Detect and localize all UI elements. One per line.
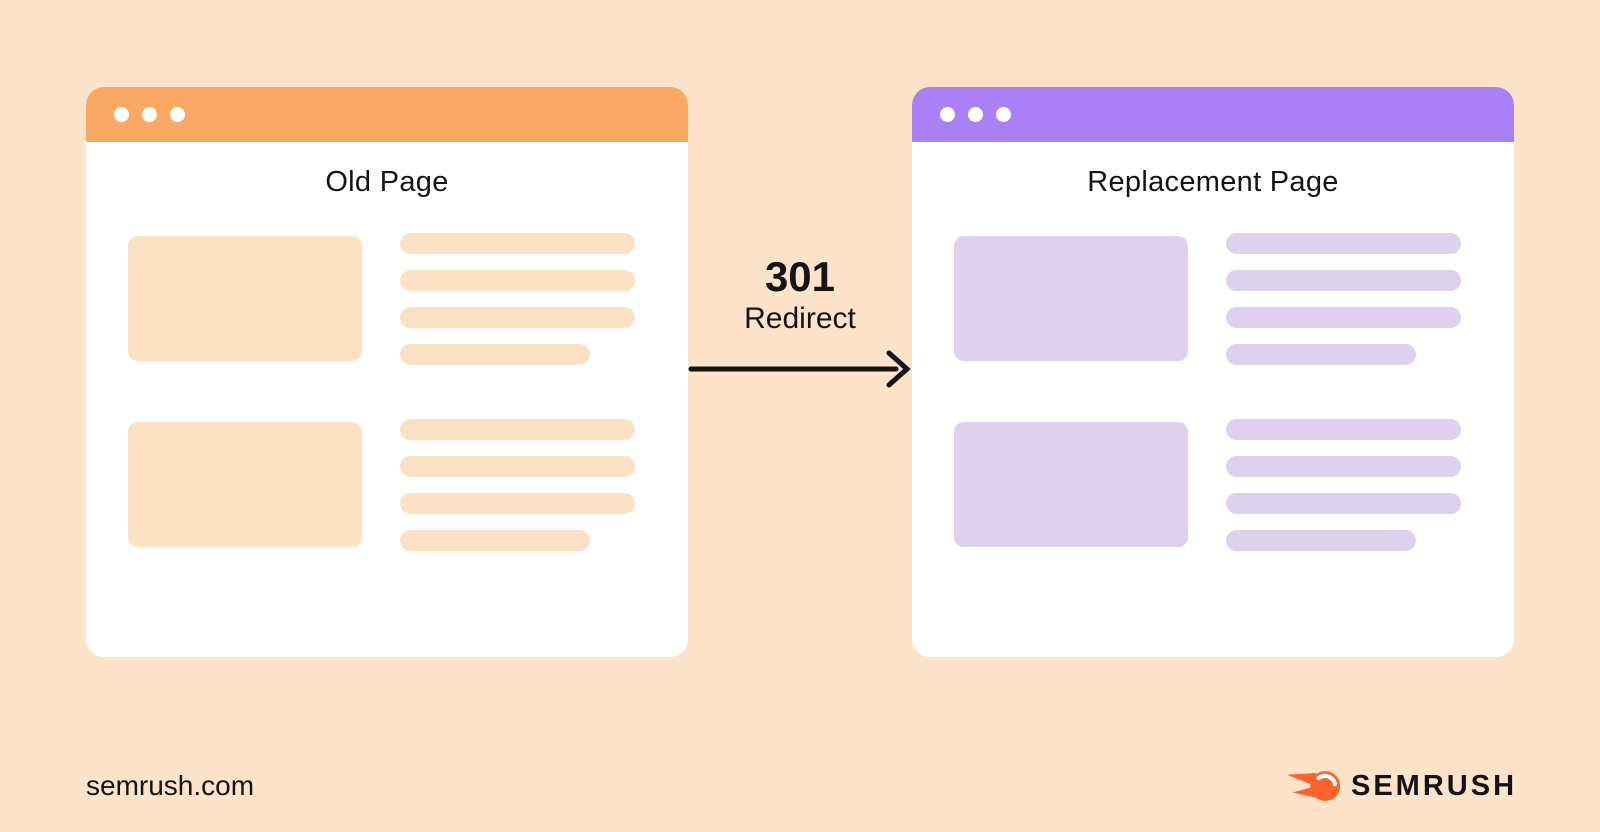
- window-dot-icon: [170, 107, 185, 122]
- semrush-flame-icon: [1286, 771, 1341, 801]
- semrush-logo: SEMRUSH: [1286, 766, 1517, 806]
- old-page-window-body: Old Page: [86, 142, 688, 657]
- window-dot-icon: [114, 107, 129, 122]
- old-page-title: Old Page: [325, 166, 449, 198]
- semrush-logo-text: SEMRUSH: [1351, 769, 1518, 802]
- content-text-placeholder: [1226, 270, 1461, 291]
- content-text-placeholder: [400, 344, 590, 365]
- site-url: semrush.com: [86, 770, 255, 801]
- content-text-placeholder: [400, 530, 590, 551]
- content-text-placeholder: [1226, 419, 1461, 440]
- window-dot-icon: [940, 107, 955, 122]
- content-image-placeholder: [954, 236, 1188, 361]
- content-text-placeholder: [1226, 530, 1416, 551]
- content-text-placeholder: [1226, 307, 1461, 328]
- replacement-page-title: Replacement Page: [1087, 166, 1339, 198]
- window-dot-icon: [996, 107, 1011, 122]
- content-text-placeholder: [400, 493, 635, 514]
- content-image-placeholder: [128, 422, 362, 547]
- content-text-placeholder: [400, 456, 635, 477]
- content-image-placeholder: [128, 236, 362, 361]
- content-text-placeholder: [400, 233, 635, 254]
- window-dot-icon: [142, 107, 157, 122]
- content-text-placeholder: [1226, 344, 1416, 365]
- redirect-label: Redirect: [744, 302, 856, 335]
- old-page-window: Old Page: [86, 87, 688, 657]
- arrow-right-icon: [688, 350, 911, 388]
- content-text-placeholder: [1226, 233, 1461, 254]
- replacement-page-window: Replacement Page: [912, 87, 1514, 657]
- content-text-placeholder: [400, 307, 635, 328]
- content-image-placeholder: [954, 422, 1188, 547]
- redirect-code: 301: [764, 253, 836, 300]
- window-dot-icon: [968, 107, 983, 122]
- content-text-placeholder: [1226, 456, 1461, 477]
- old-page-window-titlebar: [86, 87, 688, 142]
- content-text-placeholder: [400, 419, 635, 440]
- content-text-placeholder: [1226, 493, 1461, 514]
- replacement-page-window-body: Replacement Page: [912, 142, 1514, 657]
- replacement-page-window-titlebar: [912, 87, 1514, 142]
- content-text-placeholder: [400, 270, 635, 291]
- redirect-annotation: 301 Redirect: [688, 256, 912, 392]
